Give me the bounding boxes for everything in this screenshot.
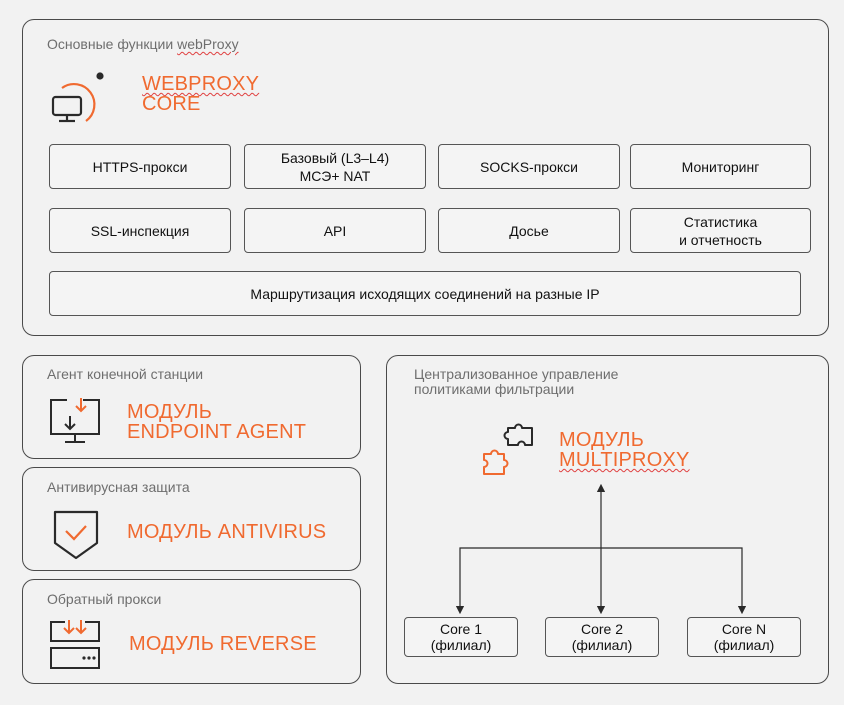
multiproxy-title-line1: МОДУЛЬ: [559, 429, 645, 451]
multiproxy-caption-line1: Централизованное управление: [414, 366, 619, 382]
core-panel: [22, 19, 829, 336]
shield-check-icon: [53, 510, 99, 560]
antivirus-panel: [22, 467, 361, 571]
feature-monitoring: Мониторинг: [630, 144, 811, 189]
multiproxy-title-line2: MULTIPROXY: [559, 449, 690, 471]
branch-core-n: Core N (филиал): [687, 617, 801, 657]
feature-basic-firewall-nat: Базовый (L3–L4) МСЭ+ NAT: [244, 144, 426, 189]
endpoint-title-line1: МОДУЛЬ: [127, 401, 213, 423]
feature-statistics-reporting: Статистика и отчетность: [630, 208, 811, 253]
antivirus-title: МОДУЛЬ ANTIVIRUS: [127, 521, 327, 543]
puzzle-icon: [483, 423, 533, 475]
core-caption-prefix: Основные функции: [47, 36, 178, 52]
branch-line-right: [601, 547, 747, 615]
feature-outbound-routing: Маршрутизация исходящих соединений на ра…: [49, 271, 801, 316]
core-title: WEBPROXY CORE: [142, 74, 259, 114]
reverse-caption: Обратный прокси: [47, 591, 162, 607]
monitor-download-icon: [50, 398, 100, 443]
endpoint-panel: [22, 355, 361, 459]
feature-https-proxy: HTTPS-прокси: [49, 144, 231, 189]
core-caption: Основные функции webProxy: [47, 37, 239, 52]
antivirus-caption: Антивирусная защита: [47, 479, 190, 495]
core-title-line1: WEBPROXY: [142, 73, 260, 95]
feature-dossier: Досье: [438, 208, 620, 253]
feature-ssl-inspection: SSL-инспекция: [49, 208, 231, 253]
endpoint-title-line2: ENDPOINT AGENT: [127, 421, 307, 443]
reverse-panel: [22, 579, 361, 684]
endpoint-caption: Агент конечной станции: [47, 366, 204, 382]
core-title-line2: CORE: [142, 93, 201, 115]
multiproxy-panel: [386, 355, 829, 684]
multiproxy-caption: Централизованное управление политиками ф…: [414, 367, 618, 397]
feature-socks-proxy: SOCKS-прокси: [438, 144, 620, 189]
multiproxy-title: МОДУЛЬ MULTIPROXY: [559, 430, 690, 470]
branch-core-2: Core 2 (филиал): [545, 617, 659, 657]
endpoint-title: МОДУЛЬ ENDPOINT AGENT: [127, 402, 306, 442]
monitor-orbit-icon: [51, 72, 104, 123]
multiproxy-caption-line2: политиками фильтрации: [414, 381, 575, 397]
core-caption-product: webProxy: [177, 36, 239, 52]
server-download-icon: [50, 620, 100, 669]
branch-core-1: Core 1 (филиал): [404, 617, 518, 657]
reverse-title: МОДУЛЬ REVERSE: [129, 633, 317, 655]
branch-line-left: [455, 547, 601, 615]
feature-api: API: [244, 208, 426, 253]
